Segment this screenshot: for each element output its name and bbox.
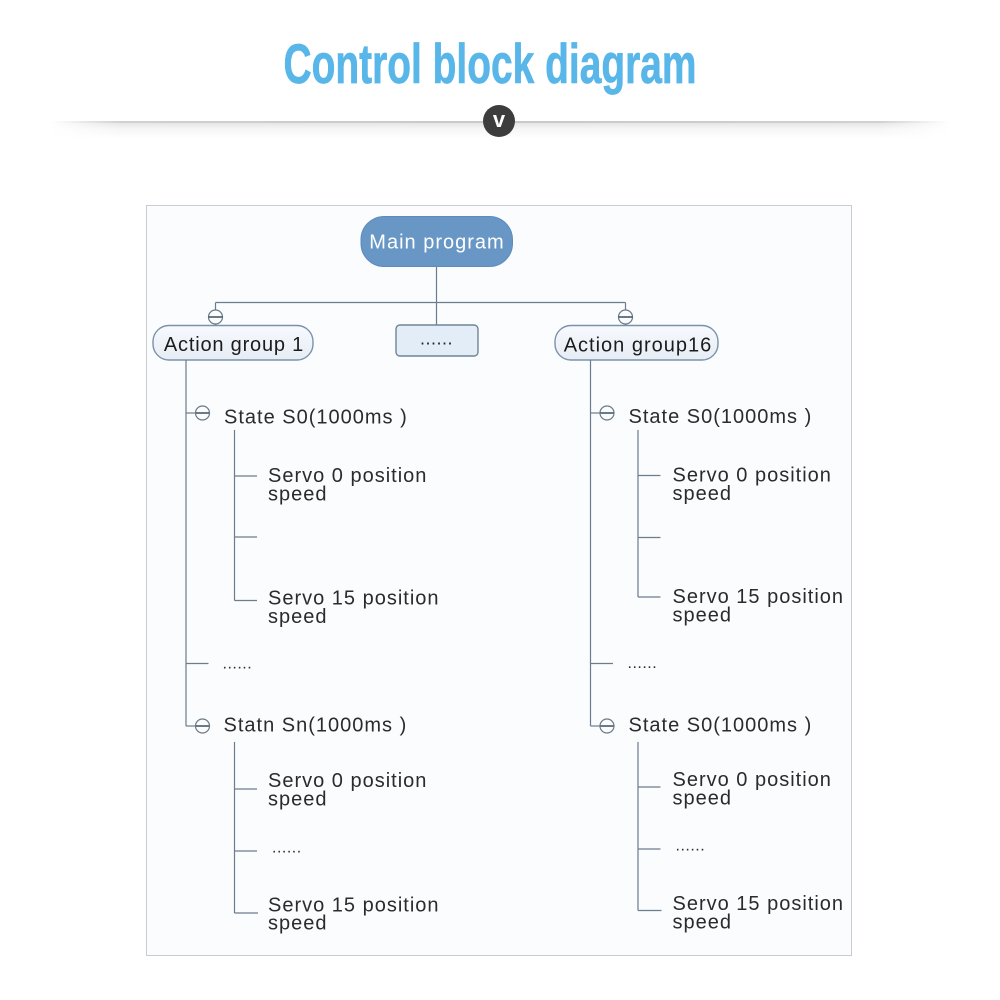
svg-text:Action group16: Action group16: [564, 335, 713, 357]
svg-text:Servo 0 position: Servo 0 position: [268, 465, 427, 487]
svg-text:speed: speed: [268, 913, 328, 935]
svg-text:Servo 15 position: Servo 15 position: [268, 588, 440, 610]
svg-text:speed: speed: [268, 789, 328, 811]
svg-text:......: ......: [223, 656, 253, 673]
svg-text:Servo 0 position: Servo 0 position: [673, 769, 832, 791]
svg-text:State S0(1000ms ): State S0(1000ms ): [224, 407, 408, 429]
svg-text:State S0(1000ms ): State S0(1000ms ): [629, 406, 813, 428]
svg-text:Servo 15 position: Servo 15 position: [673, 893, 845, 915]
svg-text:......: ......: [272, 840, 302, 857]
svg-text:speed: speed: [268, 484, 328, 506]
svg-text:......: ......: [628, 655, 658, 672]
svg-text:Servo 15 position: Servo 15 position: [268, 895, 440, 917]
svg-text:......: ......: [676, 838, 706, 855]
svg-text:......: ......: [420, 329, 453, 349]
svg-text:Servo 15 position: Servo 15 position: [673, 586, 845, 608]
svg-text:speed: speed: [673, 483, 733, 505]
svg-text:speed: speed: [673, 605, 733, 627]
svg-text:State S0(1000ms ): State S0(1000ms ): [629, 715, 813, 737]
svg-text:Main program: Main program: [369, 232, 504, 254]
svg-text:speed: speed: [268, 606, 328, 628]
svg-text:Statn Sn(1000ms ): Statn Sn(1000ms ): [224, 715, 408, 737]
svg-text:speed: speed: [673, 788, 733, 810]
svg-text:Servo 0 position: Servo 0 position: [268, 770, 427, 792]
svg-text:speed: speed: [673, 912, 733, 934]
svg-text:Servo 0 position: Servo 0 position: [673, 465, 832, 487]
svg-text:Action group 1: Action group 1: [164, 334, 304, 356]
